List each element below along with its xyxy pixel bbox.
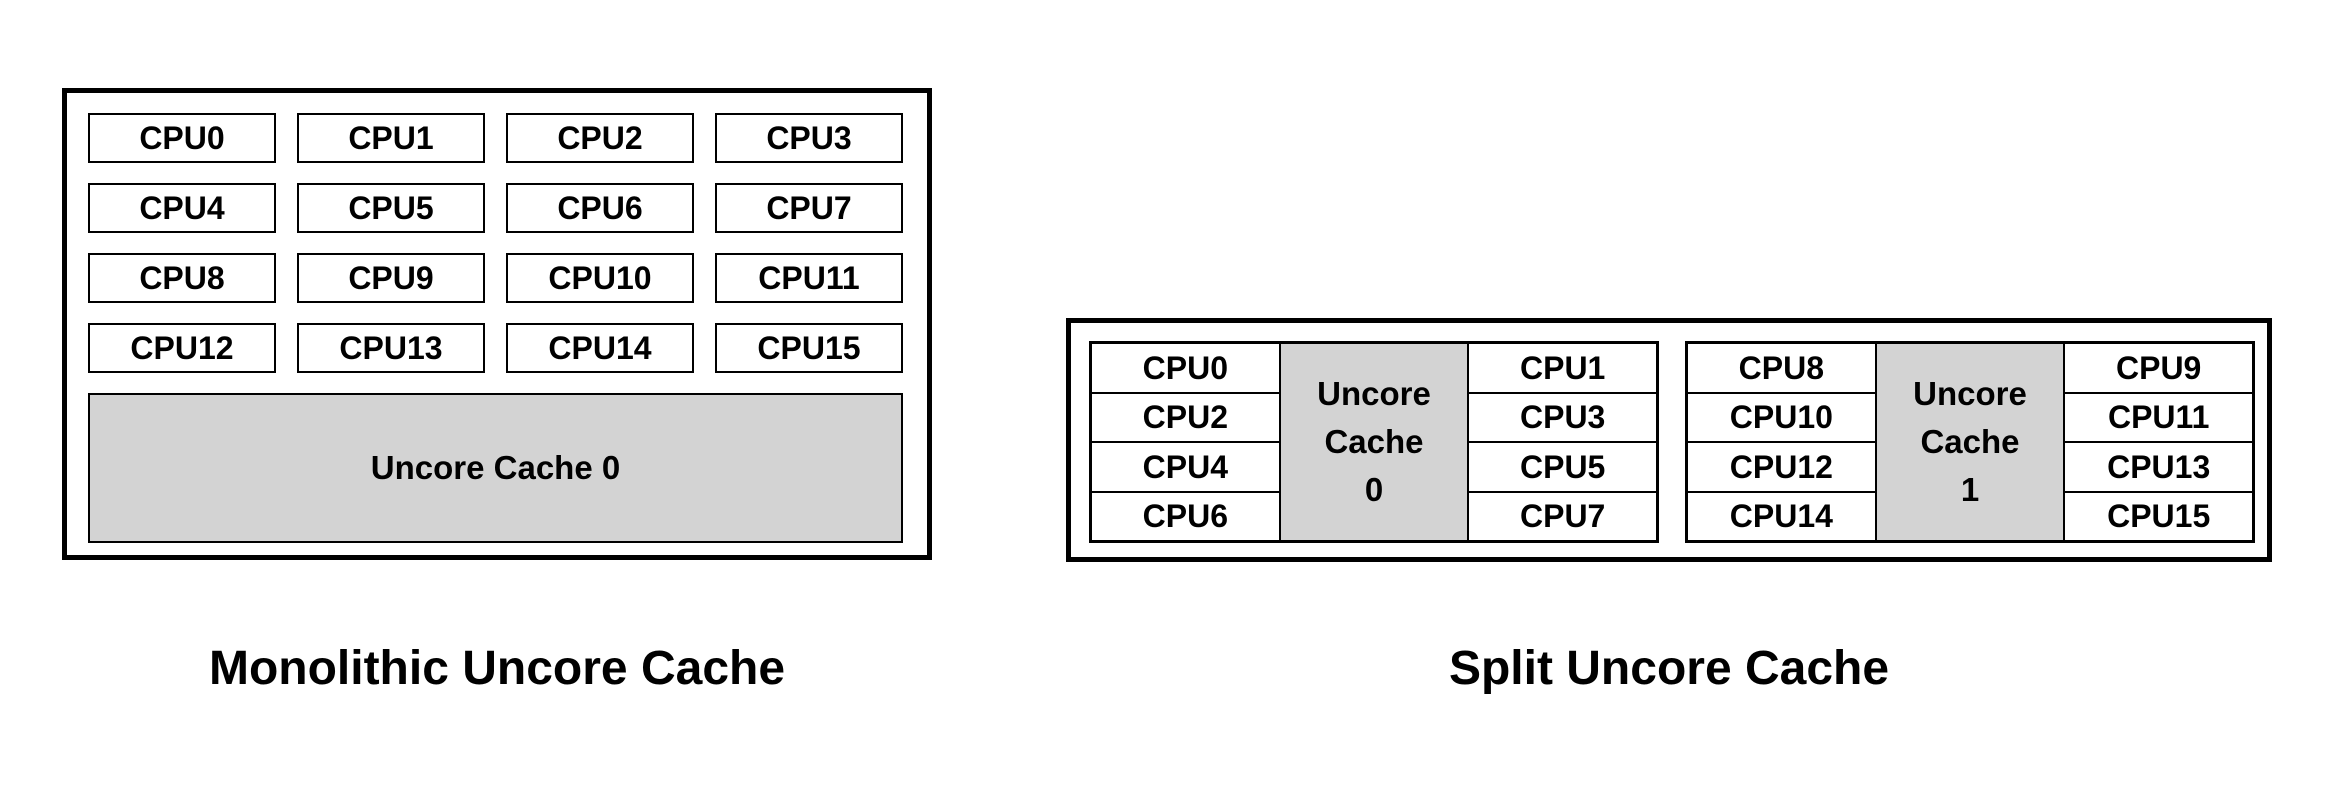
cpu-cell: CPU0 — [1092, 344, 1279, 392]
cpu-box: CPU1 — [297, 113, 485, 163]
cpu-box: CPU10 — [506, 253, 694, 303]
cpu-cell: CPU11 — [2065, 393, 2252, 441]
cpu-cell: CPU10 — [1688, 393, 1875, 441]
cpu-cell: CPU13 — [2065, 443, 2252, 491]
cpu-box: CPU9 — [297, 253, 485, 303]
cache-label-line: Uncore — [1913, 375, 2027, 412]
cpu-box: CPU11 — [715, 253, 903, 303]
cpu-cell: CPU6 — [1092, 492, 1279, 540]
split-caption: Split Uncore Cache — [1448, 642, 1890, 695]
cpu-cell: CPU12 — [1688, 443, 1875, 491]
monolithic-package-box: CPU0 CPU1 CPU2 CPU3 CPU4 CPU5 CPU6 CPU7 … — [62, 88, 932, 560]
cpu-box: CPU15 — [715, 323, 903, 373]
cpu-box: CPU12 — [88, 323, 276, 373]
cpu-cell: CPU4 — [1092, 443, 1279, 491]
cpu-box: CPU2 — [506, 113, 694, 163]
uncore-cache-0-box: Uncore Cache 0 — [88, 393, 903, 543]
split-cluster-0: CPU0 CPU2 CPU4 CPU6 Uncore Cache 0 CPU1 … — [1089, 341, 1659, 543]
cache-label-line: Cache — [1324, 423, 1424, 460]
split-cluster-1: CPU8 CPU10 CPU12 CPU14 Uncore Cache 1 CP… — [1685, 341, 2255, 543]
monolithic-cpu-grid: CPU0 CPU1 CPU2 CPU3 CPU4 CPU5 CPU6 CPU7 … — [88, 113, 903, 373]
cpu-cell: CPU7 — [1469, 492, 1656, 540]
cache-label-line: Uncore — [1317, 375, 1431, 412]
cpu-box: CPU4 — [88, 183, 276, 233]
cpu-cell: CPU14 — [1688, 492, 1875, 540]
cpu-cell: CPU2 — [1092, 393, 1279, 441]
cache-label-line: Cache — [1920, 423, 2020, 460]
cpu-cell: CPU15 — [2065, 492, 2252, 540]
split-package-box: CPU0 CPU2 CPU4 CPU6 Uncore Cache 0 CPU1 … — [1066, 318, 2272, 562]
cache-label-line: 0 — [1364, 471, 1384, 508]
cpu-box: CPU0 — [88, 113, 276, 163]
monolithic-caption: Monolithic Uncore Cache — [208, 642, 786, 695]
cpu-box: CPU6 — [506, 183, 694, 233]
cpu-box: CPU8 — [88, 253, 276, 303]
cpu-box: CPU7 — [715, 183, 903, 233]
cpu-box: CPU5 — [297, 183, 485, 233]
cpu-cell: CPU1 — [1469, 344, 1656, 392]
cpu-box: CPU14 — [506, 323, 694, 373]
cpu-cell: CPU9 — [2065, 344, 2252, 392]
uncore-cache-0-cell: Uncore Cache 0 — [1280, 344, 1468, 540]
cpu-box: CPU3 — [715, 113, 903, 163]
cpu-cell: CPU8 — [1688, 344, 1875, 392]
cpu-cell: CPU5 — [1469, 443, 1656, 491]
cpu-cell: CPU3 — [1469, 393, 1656, 441]
cache-label-line: 1 — [1960, 471, 1980, 508]
cpu-box: CPU13 — [297, 323, 485, 373]
uncore-cache-1-cell: Uncore Cache 1 — [1876, 344, 2064, 540]
